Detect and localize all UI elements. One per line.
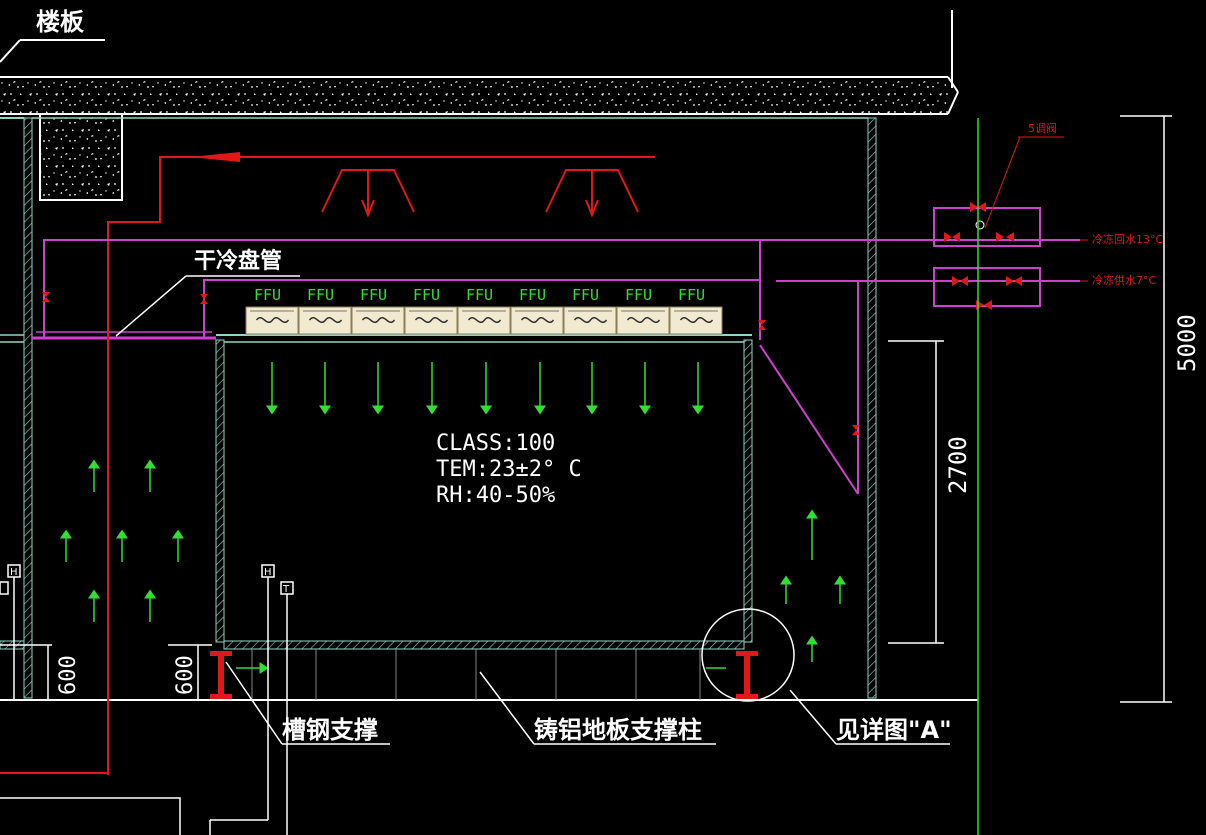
ffu-label: FFU (519, 286, 546, 304)
callout-cast-al-column: 铸铝地板支撑柱 (479, 671, 716, 745)
tag-leaders (0, 564, 294, 835)
ffu-unit: FFU (245, 286, 299, 335)
dimension-room-height (888, 340, 944, 644)
ffu-label: FFU (678, 286, 705, 304)
ffu-row: FFU FFU FFU FFU FFU FFU FFU FFU FFU (245, 286, 723, 335)
ffu-label: FFU (254, 286, 281, 304)
chilled-water-pipes (43, 207, 1080, 495)
ffu-label: FFU (572, 286, 599, 304)
clean-room-walls (215, 334, 753, 643)
dim-raised-floor-left-text: 600 (56, 655, 81, 695)
callout-detail-a: 见详图"A" (789, 689, 952, 745)
ffu-label: FFU (466, 286, 493, 304)
dimension-total-height (1120, 115, 1172, 703)
detail-a-label: 见详图"A" (836, 716, 952, 744)
ffu-label: FFU (307, 286, 334, 304)
ffu-unit: FFU (298, 286, 352, 335)
ffu-label: FFU (625, 286, 652, 304)
floor-slab: 楼板 (0, 8, 959, 201)
ffu-unit: FFU (616, 286, 670, 335)
ffu-unit: FFU (457, 286, 511, 335)
dim-room-height-text: 2700 (944, 436, 972, 494)
tag-t: T (282, 584, 290, 595)
ffu-label: FFU (360, 286, 387, 304)
ffu-unit: FFU (563, 286, 617, 335)
spec-tem: TEM:23±2° C (436, 457, 582, 482)
dry-coil-label: 干冷盘管 (194, 248, 282, 274)
spec-class: CLASS:100 (436, 431, 555, 456)
supply-air-ducts (0, 152, 655, 775)
channel-steel-label: 槽钢支撑 (282, 716, 378, 744)
pipe-supply-label: 冷冻供水7°C (1092, 273, 1156, 287)
dim-raised-floor-mid-text: 600 (173, 655, 198, 695)
i-beam-right (736, 651, 758, 699)
tag-h-left: H (10, 567, 18, 578)
outer-walls (0, 117, 978, 701)
pipe-return-label: 冷冻回水13°C (1092, 232, 1163, 246)
dry-coil-callout: 干冷盘管 (115, 248, 300, 337)
spec-rh: RH:40-50% (436, 483, 555, 508)
dimension-raised-floor-left (0, 644, 52, 700)
air-diffuser-1 (321, 169, 415, 218)
raised-floor (0, 640, 745, 700)
channel-steel-supports (210, 651, 758, 699)
valve-tag: 5调阀 (1028, 121, 1057, 135)
callout-channel-steel: 槽钢支撑 (225, 661, 390, 745)
i-beam-left (210, 651, 232, 699)
ffu-unit: FFU (404, 286, 458, 335)
ffu-label: FFU (413, 286, 440, 304)
air-diffuser-2 (545, 169, 639, 218)
cast-al-column-label: 铸铝地板支撑柱 (534, 716, 702, 744)
detail-circle-a (701, 608, 795, 702)
dimension-raised-floor-mid (168, 644, 212, 700)
dim-total-height-text: 5000 (1173, 314, 1201, 372)
tag-h: H (264, 567, 272, 578)
room-spec: CLASS:100 TEM:23±2° C RH:40-50% (436, 431, 582, 508)
airflow-arrows (60, 362, 846, 662)
floor-slab-label: 楼板 (36, 8, 85, 36)
ffu-unit: FFU (510, 286, 564, 335)
valves (42, 202, 1022, 435)
ffu-unit: FFU (351, 286, 405, 335)
ffu-unit: FFU (669, 286, 723, 335)
